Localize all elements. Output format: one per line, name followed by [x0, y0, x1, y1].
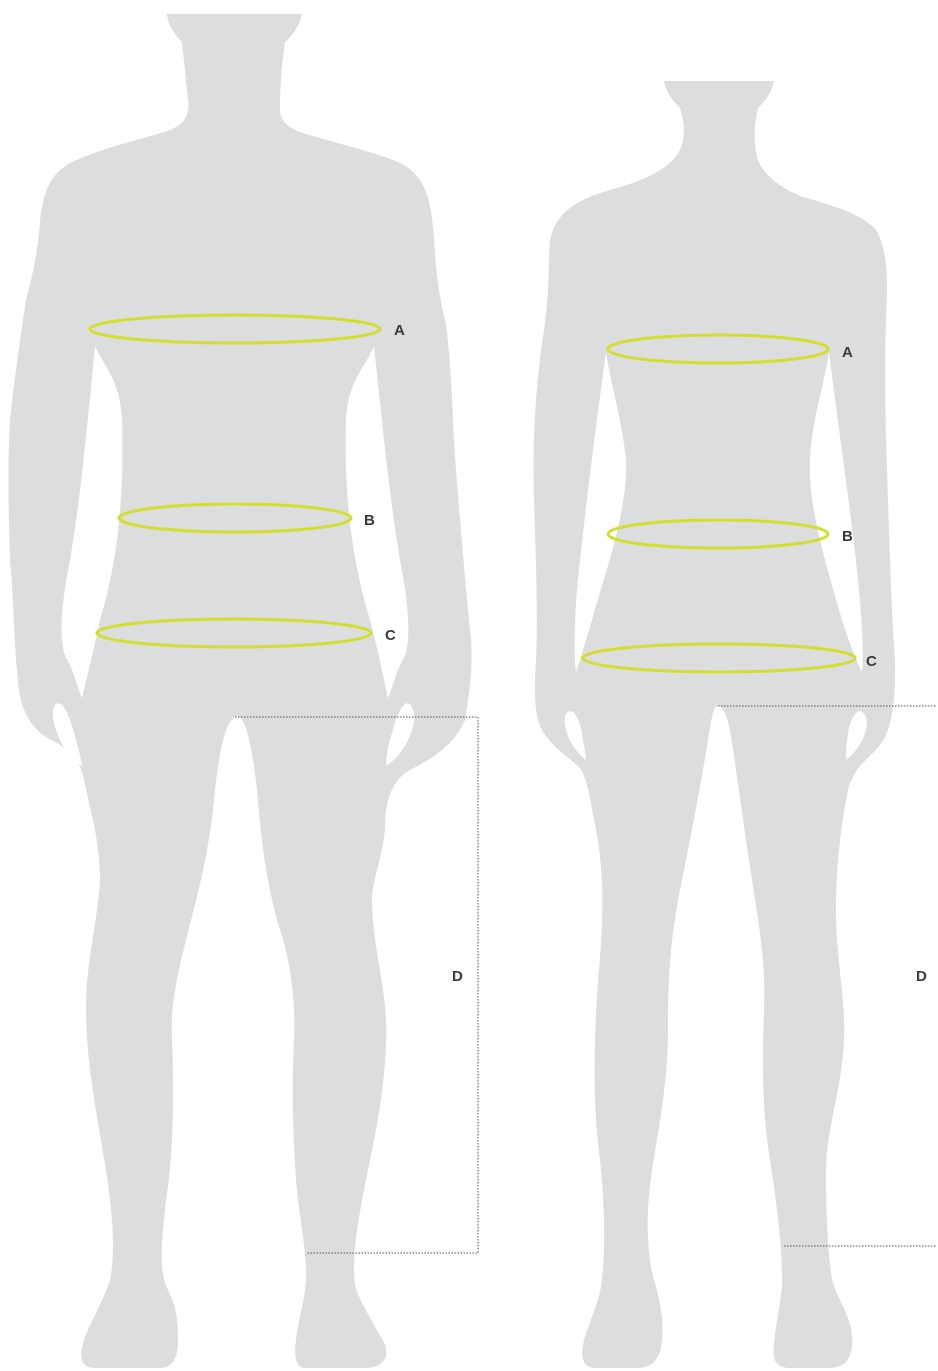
male-label-b: B: [364, 512, 375, 529]
female-label-b: B: [842, 528, 853, 545]
male-figure: A B C D: [9, 14, 479, 1368]
female-figure: A B C D: [533, 81, 936, 1368]
female-label-d: D: [916, 968, 927, 985]
female-label-c: C: [866, 653, 877, 670]
female-label-a: A: [842, 344, 853, 361]
male-label-c: C: [385, 627, 396, 644]
male-silhouette: [9, 14, 472, 1368]
male-label-a: A: [394, 322, 405, 339]
female-silhouette: [533, 81, 895, 1368]
male-label-d: D: [452, 968, 463, 985]
